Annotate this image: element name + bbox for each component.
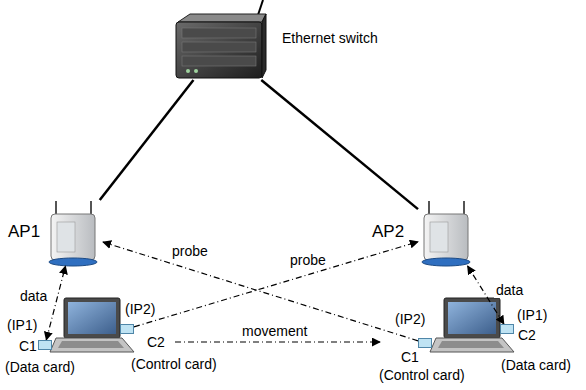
card-label: C2: [147, 334, 165, 350]
card-label: C1: [401, 349, 419, 365]
edge-label: probe: [170, 243, 210, 259]
edge-label: data: [18, 288, 49, 304]
card-label: (IP1): [7, 317, 37, 333]
card-label: (IP1): [517, 307, 547, 323]
card-label: (IP2): [125, 301, 155, 317]
node-label: AP2: [372, 222, 404, 241]
access-point-icon: [49, 201, 97, 266]
card-label: (Data card): [501, 357, 571, 373]
card-label: (Data card): [5, 359, 75, 375]
ethernet-link: [261, 80, 418, 209]
wireless-card: (IP2)C1(Control card): [418, 338, 432, 348]
edge-label: probe: [288, 252, 328, 268]
access-point-node: AP2: [418, 200, 476, 266]
card-label: (Control card): [379, 367, 465, 383]
movement-label: movement: [240, 323, 309, 339]
card-label: C2: [518, 327, 536, 343]
card-label: (Control card): [131, 356, 217, 372]
laptop-icon: [430, 298, 514, 352]
access-point-icon: [422, 201, 470, 266]
wireless-card: (IP1)C2(Data card): [500, 324, 514, 334]
access-point-node: AP1: [45, 200, 103, 266]
movement-arrow: [175, 341, 380, 342]
node-label: AP1: [8, 222, 40, 241]
switch-node: Ethernet switch: [172, 12, 268, 80]
node-label: Ethernet switch: [282, 30, 378, 46]
wireless-link: [134, 242, 418, 327]
wireless-link: [103, 242, 418, 341]
card-label: C1: [19, 338, 37, 354]
wireless-card: (IP2)C2(Control card): [120, 324, 134, 334]
ethernet-link: [100, 80, 194, 200]
laptop-icon: [50, 298, 134, 352]
switch-icon: [176, 0, 266, 78]
card-label: (IP2): [395, 311, 425, 327]
wireless-card: (IP1)C1(Data card): [38, 340, 52, 350]
edge-label: data: [494, 282, 525, 298]
